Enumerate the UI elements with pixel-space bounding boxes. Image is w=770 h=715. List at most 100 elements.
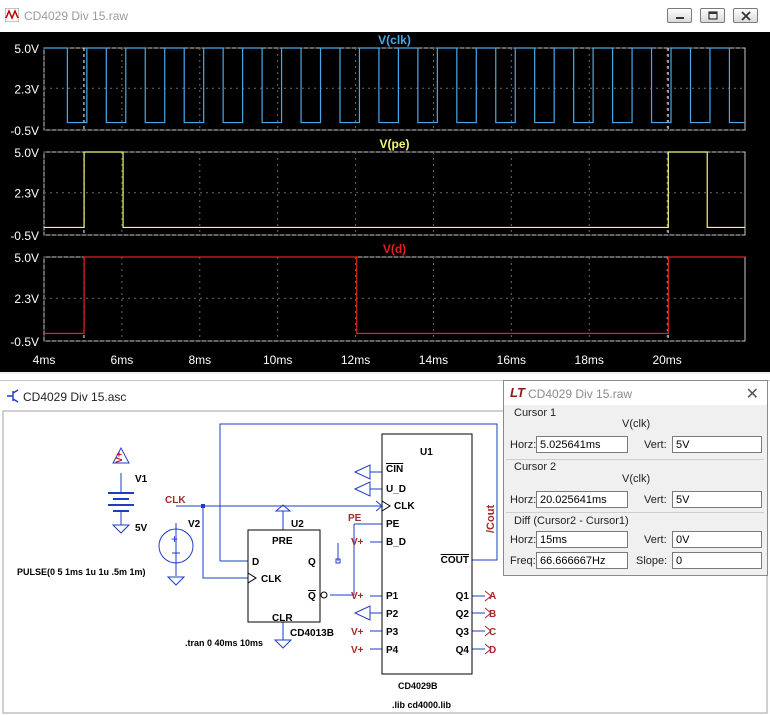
diff-vert-label: Vert: <box>644 534 667 546</box>
y-tick-label: 5.0V <box>14 42 39 56</box>
vplus-label-p3: V+ <box>351 627 364 638</box>
tran-directive[interactable]: .tran 0 40ms 10ms <box>185 638 263 648</box>
y-tick-label: 2.3V <box>14 292 39 306</box>
trace-2 <box>44 256 745 334</box>
trace-title: V(d) <box>383 242 406 256</box>
schematic-window-title: CD4029 Div 15.asc <box>23 390 127 404</box>
inversion-bubble-icon <box>320 591 328 599</box>
diff-slope-field[interactable]: 0 <box>672 552 762 569</box>
vplus-label-p4: V+ <box>351 645 364 656</box>
diff-vert-field[interactable]: 0V <box>672 531 762 548</box>
clock-edge-icon <box>247 572 257 584</box>
y-tick-label: 2.3V <box>14 187 39 201</box>
output-a-flag-icon <box>484 590 492 602</box>
cursor1-vert-field[interactable]: 5V <box>672 436 762 453</box>
cursor-dialog-titlebar[interactable]: LT CD4029 Div 15.raw ✕ <box>504 381 767 405</box>
cursor2-vert-field[interactable]: 5V <box>672 491 762 508</box>
clk-arrow-icon <box>374 500 384 512</box>
waveform-titlebar[interactable]: CD4029 Div 15.raw <box>0 0 770 32</box>
x-tick-label: 18ms <box>575 353 604 367</box>
u1-pin-bd: B_D <box>386 537 406 548</box>
u2-part: CD4013B <box>290 628 334 639</box>
clk-net-label: CLK <box>165 495 186 506</box>
y-tick-label: -0.5V <box>10 124 39 138</box>
x-tick-label: 4ms <box>33 353 56 367</box>
minimize-button[interactable] <box>667 8 692 23</box>
maximize-button[interactable] <box>700 8 725 23</box>
output-a-label: A <box>489 591 496 602</box>
diff-freq-label: Freq: <box>510 555 536 567</box>
v1-value: 5V <box>135 523 148 534</box>
y-tick-label: -0.5V <box>10 229 39 243</box>
diff-freq-field[interactable]: 66.666667Hz <box>536 552 628 569</box>
v1-vplus-label: V+ <box>114 452 124 463</box>
u1-pin-q3: Q3 <box>456 627 470 638</box>
x-tick-label: 16ms <box>497 353 526 367</box>
vplus-flag-icon <box>112 446 130 464</box>
diff-heading: Diff (Cursor2 - Cursor1) <box>514 515 629 527</box>
schematic-app-icon <box>7 389 19 403</box>
v1-label: V1 <box>135 474 148 485</box>
divider <box>506 512 764 513</box>
cursor1-trace: V(clk) <box>622 418 651 430</box>
u1-pin-p4: P4 <box>386 645 399 656</box>
u1-pin-q2: Q2 <box>456 609 470 620</box>
ground-icon <box>273 639 293 649</box>
clock-edge-icon <box>381 500 391 512</box>
v1-battery[interactable]: V+ <box>108 446 134 534</box>
output-b-flag-icon <box>484 607 492 619</box>
u1-pin-p1: P1 <box>386 591 399 602</box>
pane-frame <box>43 256 746 342</box>
waveform-plot[interactable]: 5.0V2.3V-0.5VV(clk)5.0V2.3V-0.5VV(pe)5.0… <box>0 32 770 372</box>
output-b-label: B <box>489 609 496 620</box>
y-tick-label: 5.0V <box>14 251 39 265</box>
close-icon[interactable]: ✕ <box>745 386 759 403</box>
cursor-dialog-title: CD4029 Div 15.raw <box>528 387 633 401</box>
cursor1-vert-label: Vert: <box>644 439 667 451</box>
u2-clr-pin: CLR <box>272 613 293 624</box>
diff-horz-label: Horz: <box>510 534 537 546</box>
u1-pin-cin: CIN <box>386 464 403 475</box>
u1-part: CD4029B <box>398 681 438 691</box>
v2-source[interactable]: + <box>158 528 194 586</box>
ltspice-logo-icon: LT <box>510 385 525 400</box>
u2-label: U2 <box>291 519 304 530</box>
cursor1-horz-field[interactable]: 5.025641ms <box>536 436 628 453</box>
u1-label: U1 <box>420 447 433 458</box>
u2-q-pin: Q <box>308 557 316 568</box>
u1-pin-clk: CLK <box>394 501 415 512</box>
cout-net-label: /Cout <box>485 505 497 533</box>
cursor-dialog: LT CD4029 Div 15.raw ✕ Cursor 1 V(clk) H… <box>503 380 768 576</box>
pane-frame <box>43 47 746 131</box>
cursor1-horz-label: Horz: <box>510 439 537 451</box>
u2-d-pin: D <box>252 557 259 568</box>
waveform-window-title: CD4029 Div 15.raw <box>24 9 129 23</box>
u1-pin-ud: U_D <box>386 484 406 495</box>
v2-label: V2 <box>188 519 201 530</box>
y-tick-label: 2.3V <box>14 82 39 96</box>
close-icon <box>741 11 751 21</box>
u2-clk-pin: CLK <box>261 574 282 585</box>
minimize-icon <box>676 17 684 19</box>
pane-frame <box>43 151 746 236</box>
ground-icon <box>353 481 371 497</box>
cursor2-trace: V(clk) <box>622 473 651 485</box>
u1-pin-pe: PE <box>386 519 400 530</box>
vplus-label-bd: V+ <box>351 537 364 548</box>
vplus-label-p1: V+ <box>351 591 364 602</box>
output-d-label: D <box>489 645 496 656</box>
cursor2-horz-field[interactable]: 20.025641ms <box>536 491 628 508</box>
ground-icon <box>166 576 186 586</box>
u1-counter[interactable] <box>353 433 492 675</box>
open-pin-icon <box>335 558 341 564</box>
u2-pre-pin: PRE <box>272 536 293 547</box>
lib-directive[interactable]: .lib cd4000.lib <box>392 700 452 710</box>
y-tick-label: -0.5V <box>10 335 39 349</box>
close-button[interactable] <box>733 8 758 23</box>
cursor1-heading: Cursor 1 <box>514 407 557 419</box>
u2-flipflop[interactable] <box>247 504 341 649</box>
diff-horz-field[interactable]: 15ms <box>536 531 628 548</box>
ground-icon <box>111 524 131 534</box>
v2-value: PULSE(0 5 1ms 1u 1u .5m 1m) <box>17 567 146 577</box>
ground-icon <box>353 464 371 480</box>
